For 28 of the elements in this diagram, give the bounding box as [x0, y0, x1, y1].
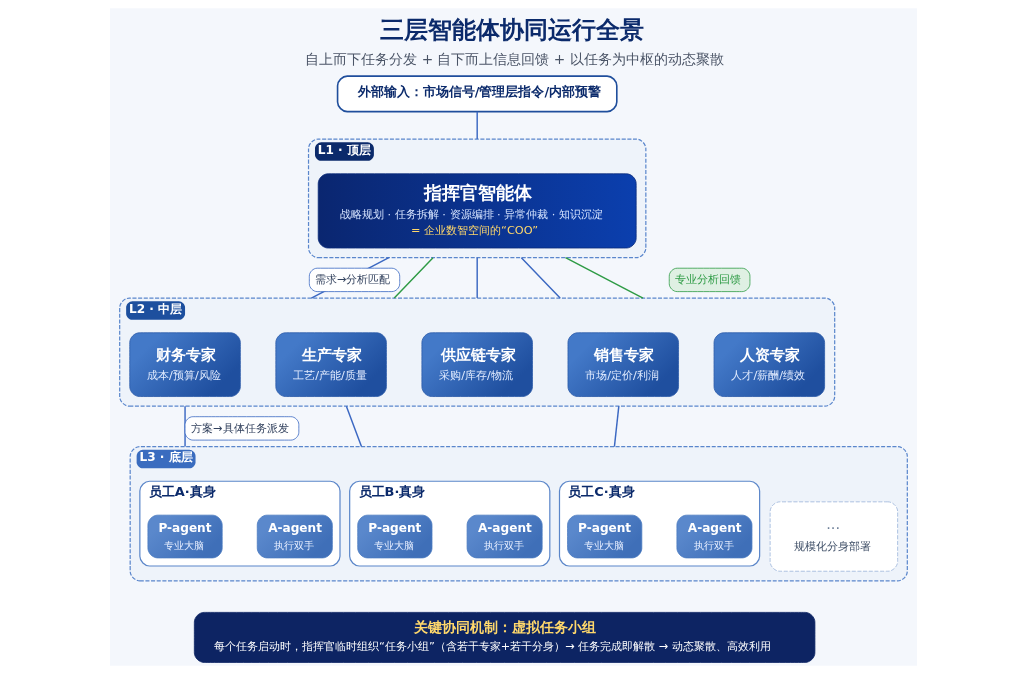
- edge-label: 需求→分析匹配: [314, 273, 390, 287]
- node-box: 财务专家 成本/预算/风险: [128, 332, 241, 397]
- node-box: ··· 规模化分身部署: [769, 501, 898, 572]
- connector: [393, 257, 434, 299]
- connector: [564, 257, 644, 299]
- connector: [520, 257, 561, 299]
- connector: [345, 405, 362, 448]
- connector: [475, 111, 478, 140]
- node-box: 生产专家 工艺/产能/质量: [274, 332, 387, 397]
- node-box: A-agent 执行双手: [256, 514, 333, 559]
- node-box: 外部输入：市场信号/管理层指令/内部预警: [336, 75, 618, 113]
- node-box: A-agent 执行双手: [676, 514, 752, 559]
- connector: [183, 405, 186, 448]
- connector: [613, 405, 620, 448]
- node-box: P-agent 专业大脑: [566, 514, 642, 559]
- edge-label: 方案→具体任务派发: [190, 421, 289, 435]
- node-box: 人资专家 人才/薪酬/绩效: [713, 332, 825, 397]
- node-box: P-agent 专业大脑: [356, 514, 432, 559]
- node-box: 供应链专家 采购/库存/物流: [421, 332, 533, 397]
- connector: [475, 257, 478, 299]
- node-box: A-agent 执行双手: [466, 514, 543, 559]
- node-box: 关键协同机制：虚拟任务小组 每个任务启动时，指挥官临时组织“任务小组”（含若干专家+若干分身）→ 任务完成即解散 → 动态聚散、高效利用: [193, 612, 815, 663]
- diagram-title: 三层智能体协同运行全景: [379, 16, 644, 45]
- node-box: P-agent 专业大脑: [147, 514, 223, 559]
- edge-label: 专业分析回馈: [674, 273, 741, 287]
- node-box: 指挥官智能体 战略规划 · 任务拆解 · 资源编排 · 异常仲裁 · 知识沉淀 = 企业数智空间的“COO”: [317, 173, 637, 249]
- node-box: 销售专家 市场/定价/利润: [567, 332, 679, 397]
- caption: 自上而下任务分发 + 自下而上信息回馈 + 以任务为中枢的动态聚散: [304, 50, 724, 67]
